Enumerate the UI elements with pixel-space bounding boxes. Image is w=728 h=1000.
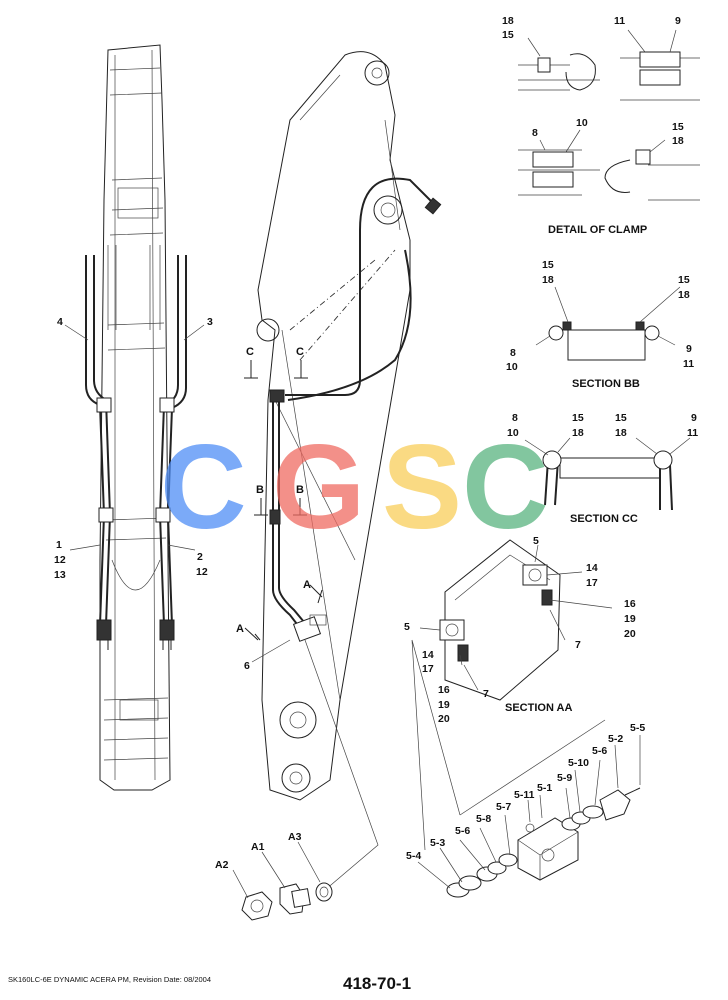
callout-12: 12 (196, 566, 208, 578)
callout-20: 20 (624, 628, 636, 640)
callout-a3: A3 (288, 831, 302, 843)
callout-8: 8 (532, 127, 538, 139)
callout-15: 15 (672, 121, 684, 133)
section-marker-a: A (236, 623, 244, 635)
section-bb (535, 286, 681, 361)
boom-top-view (64, 44, 205, 791)
callout-18: 18 (542, 274, 554, 286)
callout-6: 6 (244, 660, 250, 672)
callout-5-2: 5-2 (608, 733, 623, 745)
callout-20: 20 (438, 713, 450, 725)
fittings-a (232, 841, 333, 921)
callout-4: 4 (57, 316, 63, 328)
callout-9: 9 (686, 343, 692, 355)
callout-15: 15 (572, 412, 584, 424)
callout-18: 18 (502, 15, 514, 27)
page-number: 418-70-1 (343, 974, 412, 993)
callout-18: 18 (572, 427, 584, 439)
callout-labels: 18 15 11 9 8 10 15 18 DETAIL OF CLAMP 15… (54, 15, 698, 871)
callout-15: 15 (542, 259, 554, 271)
callout-9: 9 (675, 15, 681, 27)
callout-17: 17 (586, 577, 598, 589)
callout-18: 18 (615, 427, 627, 439)
callout-10: 10 (576, 117, 588, 129)
callout-11: 11 (683, 358, 694, 370)
section-cc-caption: SECTION CC (570, 513, 638, 525)
callout-16: 16 (624, 598, 636, 610)
boom-side-view (244, 51, 442, 891)
callout-14: 14 (586, 562, 598, 574)
section-marker-c: C (246, 346, 254, 358)
clamp-details (518, 29, 700, 201)
section-marker-c: C (296, 346, 304, 358)
callout-18: 18 (672, 135, 684, 147)
callout-19: 19 (624, 613, 636, 625)
callout-15: 15 (615, 412, 627, 424)
callout-14: 14 (422, 649, 434, 661)
callout-10: 10 (507, 427, 519, 439)
section-marker-a: A (303, 579, 311, 591)
footer-model-revision: SK160LC-6E DYNAMIC ACERA PM, Revision Da… (8, 975, 212, 984)
callout-19: 19 (438, 699, 450, 711)
callout-2: 2 (197, 551, 203, 563)
callout-11: 11 (614, 15, 625, 27)
callout-5-10: 5-10 (568, 757, 589, 769)
callout-15: 15 (678, 274, 690, 286)
callout-16: 16 (438, 684, 450, 696)
callout-5: 5 (404, 621, 410, 633)
watermark-letter-g: G (272, 420, 365, 554)
watermark-letter-s: S (382, 420, 462, 554)
callout-15: 15 (502, 29, 514, 41)
section-marker-b: B (256, 484, 264, 496)
watermark-letter-c1: C (160, 420, 247, 554)
callout-7: 7 (483, 688, 489, 700)
callout-7: 7 (575, 639, 581, 651)
callout-5-11: 5-11 (514, 789, 535, 801)
callout-1: 1 (56, 539, 62, 551)
callout-3: 3 (207, 316, 213, 328)
callout-5-6: 5-6 (592, 745, 607, 757)
section-aa-caption: SECTION AA (505, 702, 572, 714)
valve-block-exploded (417, 719, 641, 898)
callout-8: 8 (512, 412, 518, 424)
callout-5: 5 (533, 535, 539, 547)
callout-17: 17 (422, 663, 434, 675)
section-cc (524, 437, 691, 511)
watermark-letter-c2: C (462, 420, 549, 554)
callout-8: 8 (510, 347, 516, 359)
callout-5-7: 5-7 (496, 801, 511, 813)
callout-a1: A1 (251, 841, 265, 853)
detail-of-clamp-caption: DETAIL OF CLAMP (548, 224, 647, 236)
callout-5-8: 5-8 (476, 813, 491, 825)
callout-12: 12 (54, 554, 66, 566)
callout-5-3: 5-3 (430, 837, 445, 849)
callout-11: 11 (687, 427, 698, 439)
callout-9: 9 (691, 412, 697, 424)
callout-a2: A2 (215, 859, 229, 871)
watermark: C G S C (160, 420, 549, 554)
section-marker-b: B (296, 484, 304, 496)
callout-5-6: 5-6 (455, 825, 470, 837)
callout-13: 13 (54, 569, 66, 581)
section-bb-caption: SECTION BB (572, 378, 640, 390)
callout-5-1: 5-1 (537, 782, 552, 794)
callout-5-4: 5-4 (406, 850, 421, 862)
callout-5-5: 5-5 (630, 722, 645, 734)
callout-10: 10 (506, 361, 518, 373)
section-aa (411, 539, 613, 851)
callout-18: 18 (678, 289, 690, 301)
callout-5-9: 5-9 (557, 772, 572, 784)
